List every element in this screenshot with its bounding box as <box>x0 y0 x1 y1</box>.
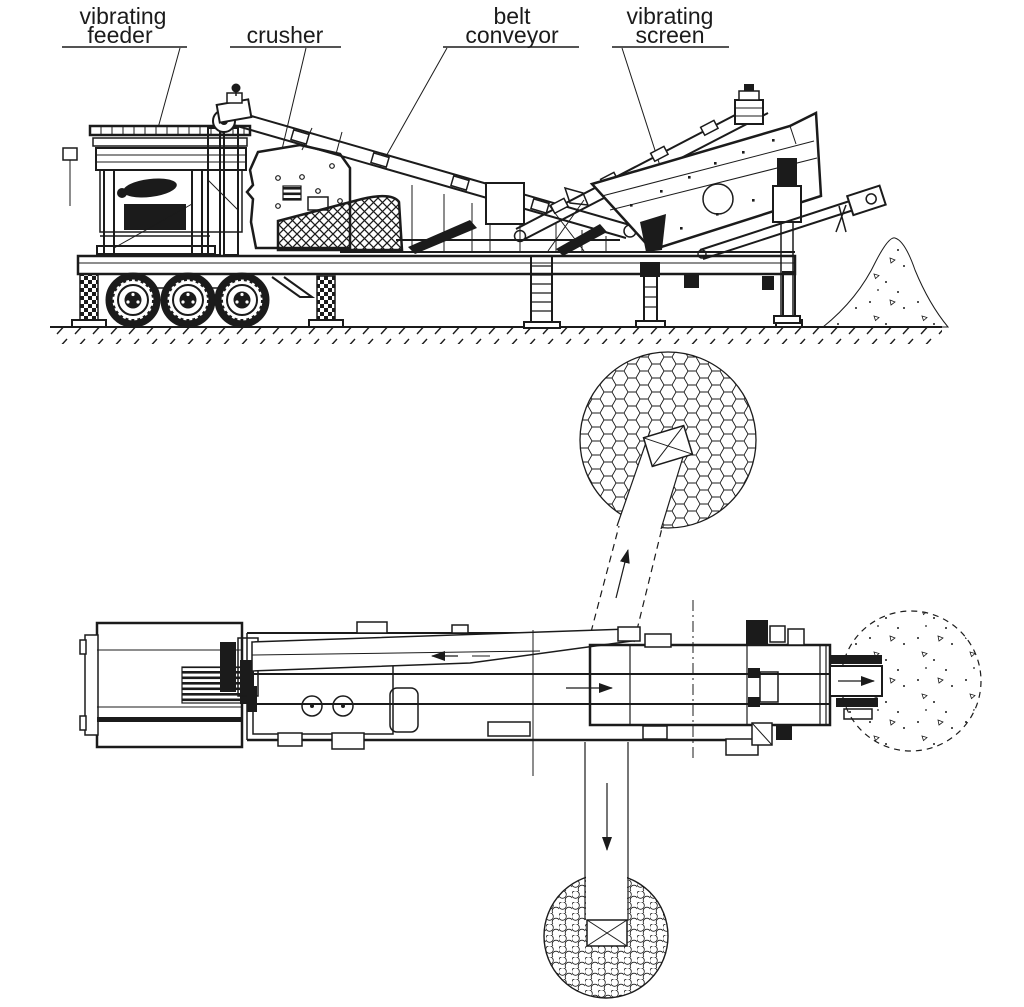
main-conveyor-plan <box>250 668 830 707</box>
crusher-drawing <box>245 127 404 252</box>
wheel <box>160 272 216 328</box>
screen-motor-plan <box>746 620 768 645</box>
label-belt-conveyor-line2: conveyor <box>465 22 559 48</box>
plan-leg-boxes <box>277 621 759 756</box>
leader-line-conveyor <box>379 47 448 168</box>
ground-line <box>50 326 942 344</box>
screen-body <box>589 111 823 252</box>
label-vibrating-feeder: vibrating feeder <box>62 3 187 129</box>
feeder-vibrator-motor <box>123 178 177 198</box>
plant-plan-drawing <box>79 600 883 776</box>
discharge-box-top <box>642 424 694 468</box>
screen-front-mount <box>640 214 666 252</box>
trailer-chassis <box>71 251 803 329</box>
label-vibrating-feeder-line2: feeder <box>87 22 153 48</box>
label-belt-conveyor-line1: belt <box>493 3 531 29</box>
mid-hydraulic-leg <box>316 275 336 321</box>
screen-rear-post <box>772 158 802 324</box>
vibrating-feeder-drawing <box>62 124 252 256</box>
fines-discharge-plan <box>829 655 883 720</box>
leader-line-feeder <box>157 47 181 129</box>
crusher-bolts <box>275 163 343 209</box>
stacker-conveyor-drawing <box>697 184 887 260</box>
dashed-band-edge <box>590 525 620 633</box>
label-vibrating-screen-line1: vibrating <box>627 3 714 29</box>
wheel <box>214 272 270 328</box>
wheel-group <box>105 272 270 328</box>
discharge-chute <box>408 220 477 254</box>
stacker-head <box>845 184 887 217</box>
front-jack-leg <box>79 273 99 321</box>
front-jack-foot <box>71 319 107 328</box>
product-conveyor-band <box>584 742 629 947</box>
access-ladder <box>523 257 561 329</box>
label-vibrating-screen: vibrating screen <box>612 3 729 204</box>
label-crusher-line1: crusher <box>247 22 324 48</box>
stockpile-side <box>821 237 950 328</box>
transfer-chute <box>556 224 607 256</box>
screen-motor-plan <box>776 726 792 740</box>
label-crusher: crusher <box>230 22 341 201</box>
conveyor-head-drive <box>212 83 253 133</box>
ladder-foot <box>523 321 561 329</box>
side-view: vibrating feeder crusher belt conveyor v… <box>50 3 950 344</box>
takeup-roller <box>563 186 590 206</box>
crusher-grille <box>282 185 302 201</box>
screen-plan <box>588 600 832 762</box>
wheel <box>105 272 161 328</box>
label-vibrating-screen-line2: screen <box>635 22 704 48</box>
stockpile-circle-fines <box>840 610 982 752</box>
conveyor-brackets <box>289 129 551 214</box>
oversize-conveyor-band <box>590 424 694 643</box>
crusher-plan <box>220 633 419 740</box>
rear-support-leg <box>635 262 666 328</box>
label-vibrating-feeder-line1: vibrating <box>80 3 167 29</box>
screen-foot <box>762 276 774 290</box>
plan-view <box>79 351 982 999</box>
crusher-mesh-guard <box>276 194 404 252</box>
folded-step <box>271 276 316 298</box>
label-belt-conveyor: belt conveyor <box>379 3 579 168</box>
return-conveyor-plan <box>251 626 641 672</box>
screen-vibrator-motor <box>734 84 764 125</box>
dashed-band-edge <box>633 527 663 643</box>
screen-foot <box>684 274 699 288</box>
band-head-box <box>617 626 641 642</box>
mid-leg-foot <box>308 319 344 328</box>
feeder-frame <box>103 170 203 254</box>
feeder-plan <box>79 621 244 749</box>
ground-hatching <box>50 328 942 344</box>
chassis-beam <box>76 254 797 276</box>
feeder-bin <box>124 204 186 230</box>
flow-arrow-up <box>615 549 630 599</box>
vibrating-screen-drawing <box>589 84 823 324</box>
counterweight-box <box>485 182 525 225</box>
discharge-box-bottom <box>586 919 628 947</box>
feeder-base <box>96 245 216 255</box>
tail-pulley <box>513 229 527 243</box>
